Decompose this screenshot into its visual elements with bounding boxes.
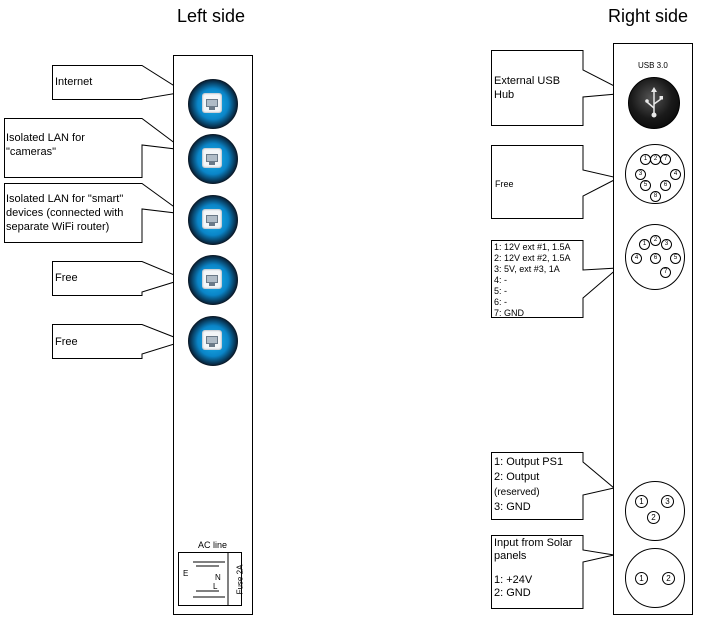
callout-text-line: Free (55, 272, 78, 284)
callout-text-line: Hub (494, 89, 515, 101)
din-7-pin-connector[interactable]: 1 2 3 4 5 6 7 (625, 224, 685, 290)
callout-text-line: Free (495, 179, 514, 189)
callout-din8-free: Free (495, 177, 514, 191)
callout-text-line: separate WiFi router) (6, 221, 110, 233)
din8-pin-5: 5 (640, 180, 651, 191)
ethernet-jack-icon (202, 330, 222, 350)
ethernet-port-1[interactable] (188, 79, 238, 129)
ethernet-jack-icon (202, 269, 222, 289)
ac-connector-icon (193, 553, 229, 605)
callout-smart-devices: Isolated LAN for "smart" devices (connec… (6, 192, 123, 234)
usb-icon (645, 87, 663, 118)
left-side-title: Left side (177, 6, 246, 26)
callout-text-line: Input from Solar (494, 537, 573, 549)
ethernet-port-4[interactable] (188, 255, 238, 305)
callout-text-line: 2: GND (494, 586, 531, 599)
ethernet-port-3[interactable] (188, 195, 238, 245)
din7-pin-1: 1 (639, 239, 650, 250)
callout-shape-din7 (491, 240, 620, 318)
callout-shape-xlr3 (491, 452, 616, 520)
ethernet-port-2[interactable] (188, 134, 238, 184)
callout-text-line: 5: - (494, 286, 508, 296)
callout-xlr3-pinout: 1: Output PS1 2: Output (reserved) 3: GN… (494, 455, 563, 515)
right-panel: USB 3.0 1 2 3 4 5 6 7 8 1 2 3 4 5 (613, 43, 693, 615)
din8-pin-6: 6 (660, 180, 671, 191)
ac-line-block: E N L Fuse 2A (178, 552, 245, 606)
right-side-title: Right side (608, 6, 689, 26)
ethernet-port-5[interactable] (188, 316, 238, 366)
ac-line-pin-label: L (213, 582, 218, 591)
callout-text-line: panels (494, 549, 527, 562)
ethernet-jack-icon (202, 93, 222, 113)
ethernet-jack-icon (202, 209, 222, 229)
callout-shape-din8 (491, 145, 620, 219)
callout-text-line (494, 562, 572, 574)
xlr-2-pin-connector[interactable]: 1 2 (625, 548, 685, 608)
callout-text-line: 7: GND (494, 308, 525, 318)
fuse-label: Fuse 2A (235, 564, 245, 595)
callout-text-line: 1: +24V (494, 574, 533, 586)
callout-usb-hub: External USB Hub (494, 74, 560, 102)
ac-neutral-label: N (215, 573, 221, 582)
left-panel: AC line E N L Fuse 2A (173, 55, 253, 615)
callout-text-line: 2: 12V ext #2, 1.5A (494, 253, 571, 263)
callout-text-line: 6: - (494, 297, 508, 307)
ethernet-jack-icon (202, 148, 222, 168)
callout-shape-usb (491, 50, 630, 126)
callout-text-line: "cameras" (6, 146, 56, 158)
callout-internet: Internet (55, 75, 92, 89)
din7-pin-6: 6 (650, 253, 661, 264)
callout-cameras: Isolated LAN for "cameras" (6, 131, 85, 159)
callout-text-line: 3: 5V, ext #3, 1A (494, 264, 560, 274)
din7-pin-2: 2 (650, 235, 661, 246)
xlr3-pin-2: 2 (647, 511, 660, 524)
din-8-pin-connector[interactable]: 1 2 3 4 5 6 7 8 (625, 144, 685, 204)
usb-port[interactable] (628, 77, 680, 129)
callout-din7-pinout: 1: 12V ext #1, 1.5A 2: 12V ext #2, 1.5A … (494, 242, 571, 319)
callout-text-line: Isolated LAN for (6, 132, 85, 144)
ac-line-label: AC line (198, 540, 228, 550)
callout-text-line: Isolated LAN for "smart" (6, 193, 124, 205)
xlr2-pin-1: 1 (635, 572, 648, 585)
callout-text-line: 3: GND (494, 501, 531, 513)
xlr2-pin-2: 2 (662, 572, 675, 585)
din8-pin-7: 7 (660, 154, 671, 165)
din7-pin-7: 7 (660, 267, 671, 278)
callout-free-2: Free (55, 335, 78, 349)
callout-shape-xlr2 (491, 535, 615, 609)
callout-shape-free2 (52, 324, 186, 359)
callout-text-line: devices (connected with (6, 207, 124, 219)
callout-text-line: 2: Output (494, 471, 540, 483)
callout-text-line: 1: 12V ext #1, 1.5A (494, 242, 571, 252)
callout-text-line: 4: - (494, 275, 508, 285)
callout-shape-smart (4, 183, 186, 243)
din7-pin-4: 4 (631, 253, 642, 264)
callout-shape-cameras (4, 118, 186, 178)
callout-free-1: Free (55, 271, 78, 285)
din8-pin-4: 4 (670, 169, 681, 180)
din7-pin-5: 5 (670, 253, 681, 264)
callout-text-line: External USB (494, 75, 561, 87)
callout-text-line: Free (55, 336, 78, 348)
callout-text-line: (reserved) (494, 487, 540, 498)
callout-text-line: 1: Output PS1 (494, 456, 564, 468)
xlr3-pin-1: 1 (635, 495, 648, 508)
callout-shape-free1 (52, 261, 186, 296)
xlr-3-pin-connector[interactable]: 1 2 3 (625, 481, 685, 541)
din8-pin-8: 8 (650, 191, 661, 202)
ac-earth-label: E (183, 569, 189, 578)
callout-shape-internet (52, 65, 186, 100)
callout-text-line: Internet (55, 76, 93, 88)
callout-solar-input: Input from Solar panels 1: +24V 2: GND (494, 537, 572, 599)
xlr3-pin-3: 3 (661, 495, 674, 508)
usb-port-label: USB 3.0 (638, 61, 668, 70)
din7-pin-3: 3 (661, 239, 672, 250)
din8-pin-3: 3 (635, 169, 646, 180)
